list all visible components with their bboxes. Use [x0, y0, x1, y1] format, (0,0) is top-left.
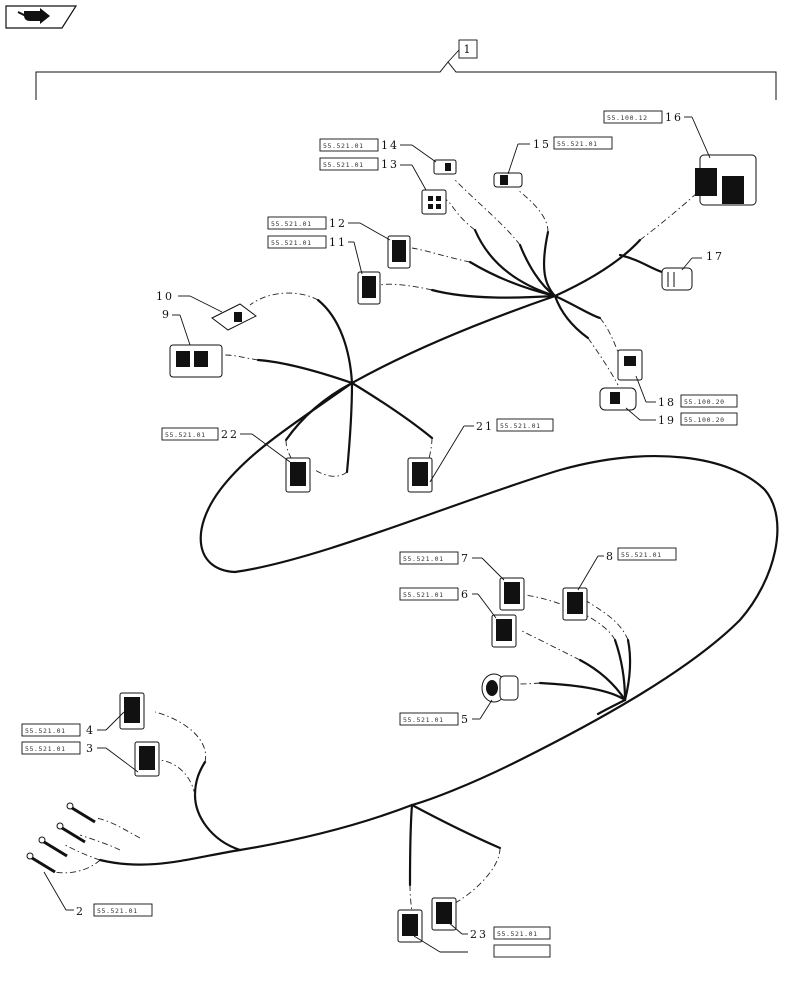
svg-text:55.521.01: 55.521.01	[25, 745, 66, 753]
svg-text:11: 11	[329, 236, 347, 249]
callout-11[interactable]: 55.521.01 11	[267, 235, 363, 275]
svg-text:15: 15	[533, 138, 551, 151]
connector-20[interactable]	[407, 457, 433, 493]
connector-23[interactable]	[397, 909, 423, 943]
connector-18[interactable]	[617, 349, 643, 381]
svg-text:55.521.01: 55.521.01	[271, 239, 312, 247]
callout-2[interactable]: 2 55.521.01	[43, 871, 153, 918]
connector-16[interactable]	[695, 154, 757, 206]
connector-15[interactable]	[493, 172, 523, 188]
svg-text:18: 18	[658, 396, 676, 409]
callout-14[interactable]: 55.521.01 14	[319, 138, 437, 163]
assembly-item-number: 1	[464, 43, 473, 56]
svg-text:21: 21	[476, 420, 494, 433]
connector-6[interactable]	[491, 614, 517, 648]
svg-text:4: 4	[86, 724, 95, 737]
callout-7[interactable]: 55.521.01 7	[399, 551, 505, 581]
svg-text:55.521.01: 55.521.01	[557, 140, 598, 148]
svg-text:7: 7	[461, 552, 470, 565]
callouts: 55.521.01 14 55.521.01 13 15 55.521.01 5…	[21, 110, 738, 958]
harness-wires	[98, 228, 779, 887]
svg-text:55.100.12: 55.100.12	[607, 114, 648, 122]
callout-10[interactable]: 10	[156, 290, 223, 313]
svg-text:8: 8	[606, 550, 615, 563]
connector-2-terminals[interactable]	[26, 802, 96, 874]
callout-22[interactable]: 22 23 55.521.01	[447, 921, 551, 941]
connector-17[interactable]	[661, 267, 693, 291]
callout-16[interactable]: 55.100.12 16	[603, 110, 711, 159]
connector-19[interactable]	[599, 387, 637, 411]
svg-text:55.521.01: 55.521.01	[271, 220, 312, 228]
svg-text:3: 3	[86, 742, 95, 755]
svg-text:16: 16	[665, 111, 683, 124]
connector-10[interactable]	[211, 303, 257, 331]
svg-text:55.521.01: 55.521.01	[403, 716, 444, 724]
svg-text:19: 19	[658, 414, 676, 427]
callout-3[interactable]: 55.521.01 3	[21, 741, 139, 773]
svg-text:10: 10	[156, 290, 174, 303]
callout-8[interactable]: 8 55.521.01	[577, 547, 677, 591]
callout-19[interactable]: 19 55.100.20	[625, 407, 738, 427]
svg-text:55.521.01: 55.521.01	[323, 161, 364, 169]
svg-text:55.521.01: 55.521.01	[621, 551, 662, 559]
connector-7[interactable]	[499, 577, 525, 611]
page-navigation-arrow-icon[interactable]	[5, 5, 78, 29]
svg-text:55.100.20: 55.100.20	[684, 416, 725, 424]
svg-text:55.521.01: 55.521.01	[497, 930, 538, 938]
svg-text:6: 6	[461, 588, 470, 601]
svg-text:55.100.20: 55.100.20	[684, 398, 725, 406]
callout-15[interactable]: 15 55.521.01	[507, 136, 613, 175]
svg-text:2: 2	[76, 905, 85, 918]
connector-9[interactable]	[169, 344, 223, 378]
connector-21[interactable]	[285, 457, 311, 493]
connector-22[interactable]	[431, 897, 457, 931]
connector-3[interactable]	[134, 741, 160, 777]
svg-text:9: 9	[162, 308, 171, 321]
svg-text:55.521.01: 55.521.01	[97, 907, 138, 915]
svg-text:55.521.01: 55.521.01	[500, 422, 541, 430]
connector-8[interactable]	[562, 587, 588, 621]
callout-12[interactable]: 55.521.01 12	[267, 216, 391, 241]
svg-text:22: 22	[221, 428, 239, 441]
svg-text:23: 23	[470, 928, 488, 941]
connector-13[interactable]	[421, 189, 447, 215]
callout-21[interactable]: 55.521.01 22	[161, 427, 291, 463]
callout-13[interactable]: 55.521.01 13	[319, 157, 427, 191]
svg-text:55.521.01: 55.521.01	[403, 555, 444, 563]
connector-5[interactable]	[481, 673, 519, 703]
connector-12[interactable]	[387, 235, 411, 269]
callout-4[interactable]: 55.521.01 4	[21, 711, 125, 737]
svg-text:55.521.01: 55.521.01	[25, 727, 66, 735]
svg-text:55.521.01: 55.521.01	[403, 591, 444, 599]
callout-9[interactable]: 9	[162, 308, 191, 346]
connector-14[interactable]	[433, 159, 457, 175]
svg-text:17: 17	[706, 250, 724, 263]
callout-20[interactable]: 21 55.521.01	[429, 418, 554, 483]
connector-4[interactable]	[119, 692, 145, 730]
callout-18[interactable]: 18 55.100.20	[635, 375, 738, 409]
svg-text:5: 5	[461, 713, 470, 726]
callout-17[interactable]: 17	[681, 250, 724, 271]
svg-text:13: 13	[381, 158, 399, 171]
callout-5[interactable]: 55.521.01 5	[399, 699, 493, 726]
svg-text:55.521.01: 55.521.01	[323, 142, 364, 150]
callout-6[interactable]: 55.521.01 6	[399, 587, 497, 619]
svg-text:55.521.01: 55.521.01	[165, 431, 206, 439]
svg-text:12: 12	[329, 217, 347, 230]
connectors	[26, 154, 757, 943]
assembly-bracket: 1	[35, 39, 777, 100]
callout-23[interactable]	[413, 935, 551, 958]
connector-11[interactable]	[357, 271, 381, 305]
svg-text:14: 14	[381, 139, 399, 152]
